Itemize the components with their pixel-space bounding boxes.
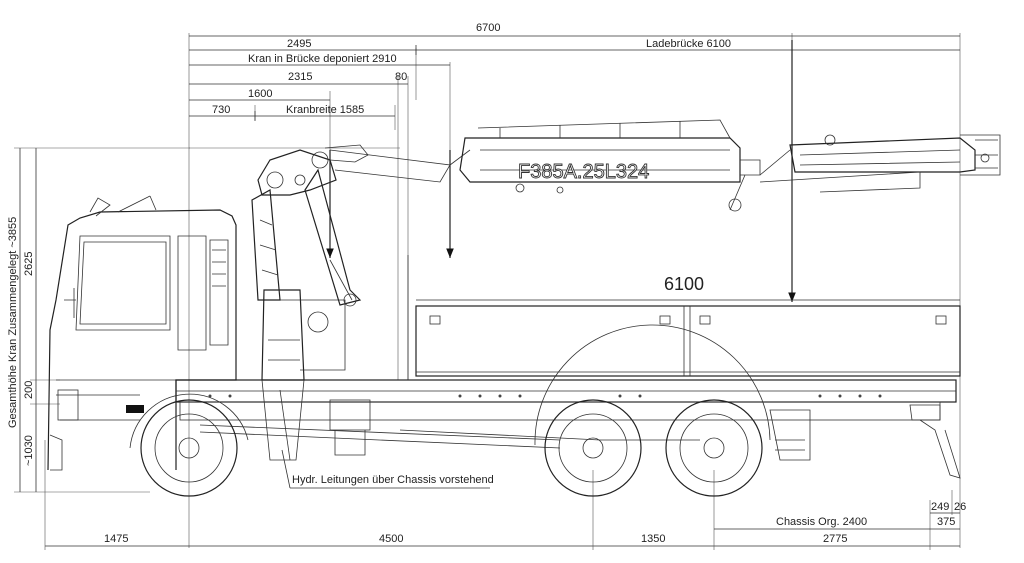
dim-2775: 2775 bbox=[823, 533, 847, 545]
dim-200: 200 bbox=[23, 381, 35, 399]
dim-kranbreite: Kranbreite 1585 bbox=[286, 104, 364, 116]
load-platform: 6100 bbox=[407, 255, 961, 380]
dim-730: 730 bbox=[212, 104, 230, 116]
dim-1475: 1475 bbox=[104, 533, 128, 545]
rear-wheel-1 bbox=[544, 399, 642, 497]
dim-kran-bruecke: Kran in Brücke deponiert 2910 bbox=[248, 53, 397, 65]
dim-375: 375 bbox=[937, 516, 955, 528]
platform-length-label: 6100 bbox=[664, 274, 704, 294]
dim-1350: 1350 bbox=[641, 533, 665, 545]
top-dimensions: 6700 2495 Ladebrücke 6100 Kran in Brücke… bbox=[188, 22, 961, 548]
dim-1600: 1600 bbox=[248, 88, 272, 100]
dim-2495: 2495 bbox=[287, 38, 311, 50]
truck-cab bbox=[47, 195, 237, 471]
wheels bbox=[129, 324, 771, 497]
position-arrows bbox=[326, 40, 796, 302]
dim-6700: 6700 bbox=[476, 22, 500, 34]
front-wheel bbox=[140, 399, 238, 497]
dim-1030: ~1030 bbox=[23, 435, 35, 466]
bottom-dimensions: 1475 4500 1350 2775 Chassis Org. 2400 37… bbox=[44, 440, 966, 550]
dim-gesamthoehe: Gesamthöhe Kran Zusammengelegt ~3855 bbox=[7, 217, 19, 428]
crane-model-label: F385A.25L324 bbox=[518, 161, 649, 183]
dim-249: 249 bbox=[931, 501, 949, 513]
left-dimensions: Gesamthöhe Kran Zusammengelegt ~3855 262… bbox=[7, 147, 190, 493]
crane: F385A.25L324 bbox=[251, 119, 1001, 461]
dim-26: 26 bbox=[954, 501, 966, 513]
hydraulic-note: Hydr. Leitungen über Chassis vorstehend bbox=[281, 449, 494, 489]
dim-2315: 2315 bbox=[288, 71, 312, 83]
dim-ladebruecke: Ladebrücke 6100 bbox=[646, 38, 731, 50]
dim-2625: 2625 bbox=[23, 252, 35, 276]
dim-4500: 4500 bbox=[379, 533, 403, 545]
chassis-frame bbox=[175, 379, 961, 479]
rear-wheel-2 bbox=[665, 399, 763, 497]
dim-80: 80 bbox=[395, 71, 407, 83]
hydraulic-label: Hydr. Leitungen über Chassis vorstehend bbox=[292, 474, 494, 486]
dim-chassis: Chassis Org. 2400 bbox=[776, 516, 867, 528]
